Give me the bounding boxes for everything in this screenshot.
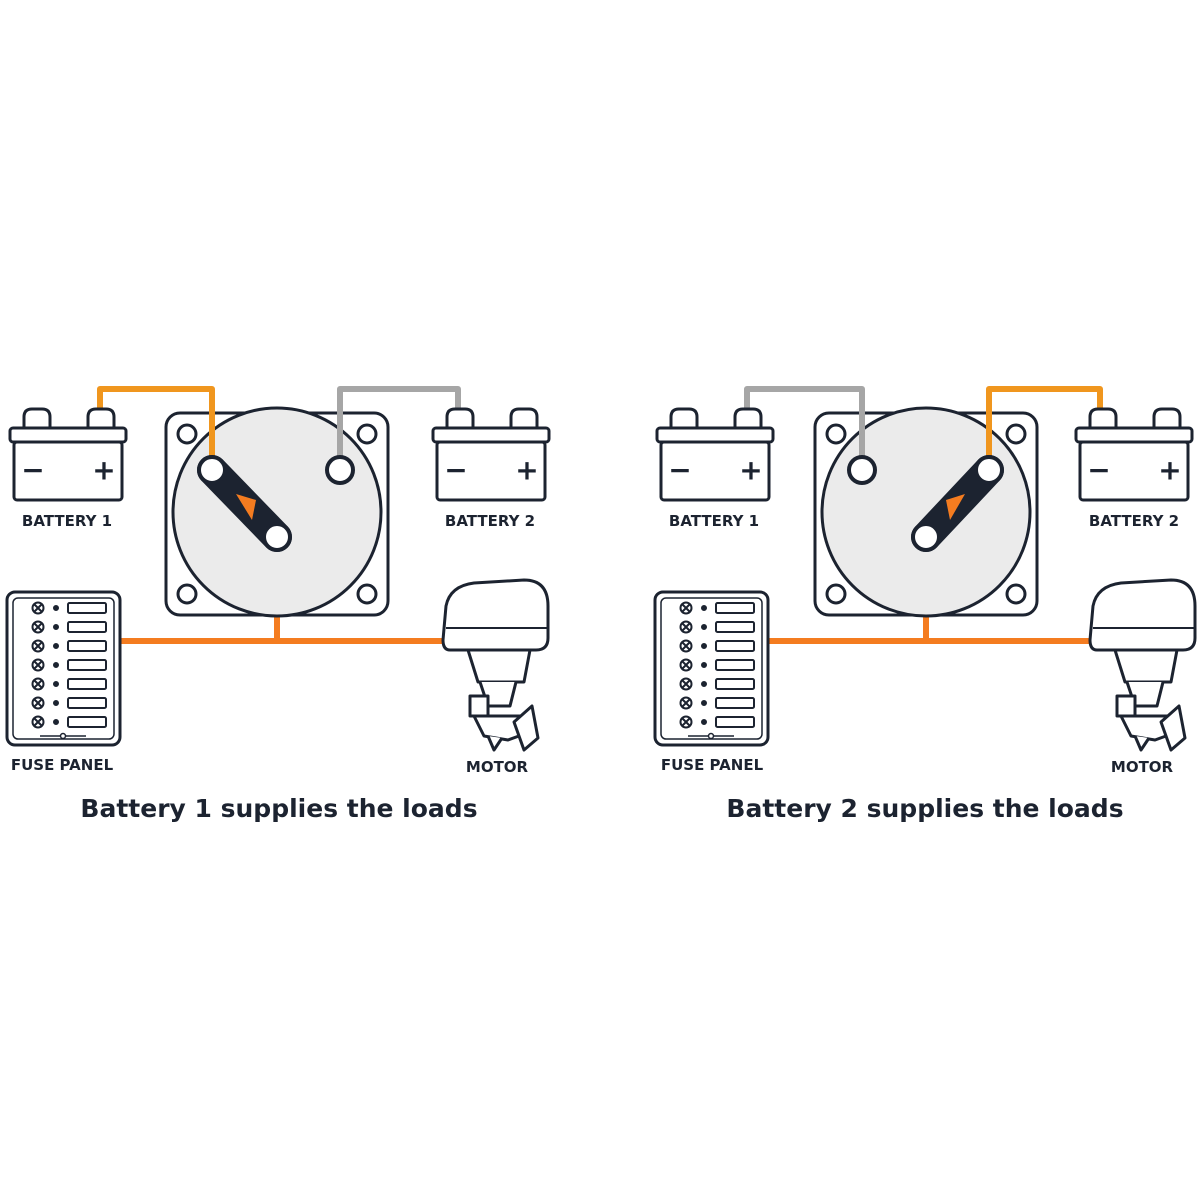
switch-terminal-2 xyxy=(325,455,355,485)
motor-skeg xyxy=(1133,735,1151,752)
battery-2-label: BATTERY 2 xyxy=(445,512,535,530)
motor-bracket xyxy=(468,694,490,718)
fuse-panel-icon xyxy=(5,590,122,747)
battery-minus-sign: − xyxy=(668,454,691,487)
battery-1: − + xyxy=(655,407,775,502)
switch-face xyxy=(820,406,1032,618)
panel-1-caption: Battery 1 supplies the loads xyxy=(80,794,477,823)
fuse-panel-label: FUSE PANEL xyxy=(661,756,764,774)
outboard-motor-icon xyxy=(441,578,550,752)
switch-handle-arrow xyxy=(236,494,256,520)
motor-cowling xyxy=(1088,578,1197,652)
battery-icon xyxy=(22,407,116,428)
switch-terminal-1 xyxy=(197,455,227,485)
switch-face xyxy=(171,406,383,618)
mounting-hole xyxy=(1005,423,1027,445)
mounting-hole xyxy=(176,583,198,605)
motor-bracket xyxy=(1115,694,1137,718)
battery-minus-sign: − xyxy=(21,454,44,487)
battery-2-label: BATTERY 2 xyxy=(1089,512,1179,530)
fuse-rows xyxy=(679,601,755,729)
battery-minus-sign: − xyxy=(444,454,467,487)
mounting-hole xyxy=(825,423,847,445)
battery-minus-sign: − xyxy=(1087,454,1110,487)
battery-2: − + xyxy=(431,407,551,502)
mounting-hole xyxy=(1005,583,1027,605)
fuse-panel-icon xyxy=(653,590,770,747)
battery-1-label: BATTERY 1 xyxy=(22,512,112,530)
fuse-panel-knob xyxy=(59,732,67,740)
battery-icon xyxy=(1088,407,1182,428)
mounting-hole xyxy=(825,583,847,605)
battery-plus-sign: + xyxy=(739,454,762,487)
battery-plus-sign: + xyxy=(1158,454,1181,487)
motor-label: MOTOR xyxy=(1111,758,1174,776)
fuse-rows xyxy=(31,601,107,729)
mounting-hole xyxy=(176,423,198,445)
switch-terminal-1 xyxy=(847,455,877,485)
switch-common-terminal xyxy=(262,522,292,552)
motor-propeller xyxy=(1159,704,1187,752)
panel-1: − + BATTERY 1 − + BATTERY 2 xyxy=(5,386,551,823)
battery-lid xyxy=(1074,426,1194,444)
battery-icon xyxy=(669,407,763,428)
motor-label: MOTOR xyxy=(466,758,529,776)
battery-lid xyxy=(655,426,775,444)
battery-body xyxy=(1078,440,1190,502)
panel-2: − + BATTERY 1 − + BATTERY 2 xyxy=(653,386,1197,823)
motor-skeg xyxy=(486,735,504,752)
battery-lid xyxy=(431,426,551,444)
switch-handle-arrow xyxy=(946,494,965,520)
mounting-hole xyxy=(356,423,378,445)
battery-1-label: BATTERY 1 xyxy=(669,512,759,530)
battery-switch-icon xyxy=(813,400,1039,618)
battery-switch-icon xyxy=(164,400,390,618)
battery-body xyxy=(659,440,771,502)
panel-2-caption: Battery 2 supplies the loads xyxy=(726,794,1123,823)
switch-terminal-2 xyxy=(974,455,1004,485)
battery-body xyxy=(435,440,547,502)
motor-midsection xyxy=(466,648,532,684)
switch-common-terminal xyxy=(911,522,941,552)
motor-propeller xyxy=(512,704,540,752)
battery-body xyxy=(12,440,124,502)
battery-lid xyxy=(8,426,128,444)
battery-1: − + xyxy=(8,407,128,502)
fuse-panel-knob xyxy=(707,732,715,740)
fuse-panel-label: FUSE PANEL xyxy=(11,756,114,774)
battery-icon xyxy=(445,407,539,428)
battery-plus-sign: + xyxy=(92,454,115,487)
battery-plus-sign: + xyxy=(515,454,538,487)
battery-2: − + xyxy=(1074,407,1194,502)
motor-cowling xyxy=(441,578,550,652)
mounting-hole xyxy=(356,583,378,605)
motor-midsection xyxy=(1113,648,1179,684)
outboard-motor-icon xyxy=(1088,578,1197,752)
